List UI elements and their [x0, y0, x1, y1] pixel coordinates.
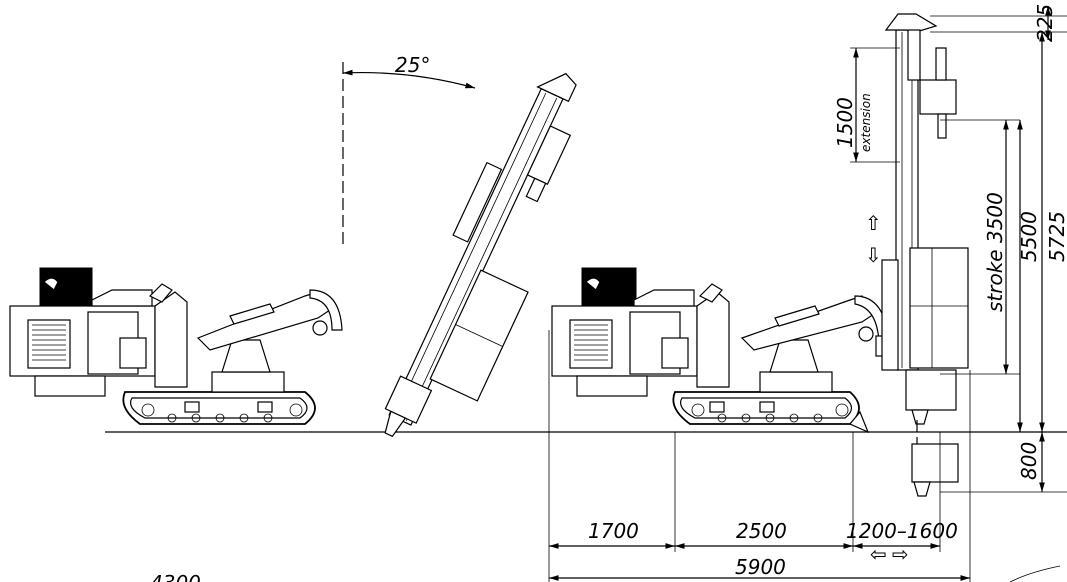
boom-arm [196, 291, 331, 351]
mast-tilted [384, 72, 577, 438]
dim-1500: 1500 [833, 97, 857, 148]
rig-right-vertical: ⇧ ⇩ [551, 13, 969, 497]
dim-stroke-3500: stroke 3500 [983, 192, 1007, 312]
mast-vertical [881, 13, 969, 497]
vertical-dimensions: 225 1500 extension stroke 3500 5500 5725… [833, 4, 1067, 493]
dim-2500: 2500 [736, 519, 787, 543]
dim-1200-1600: 1200–1600 [846, 519, 958, 543]
angle-label: 25° [395, 53, 430, 77]
arrow-down-icon: ⇩ [865, 243, 882, 267]
dim-5900: 5900 [735, 555, 786, 579]
engine-cover [581, 267, 637, 307]
dim-800: 800 [1017, 442, 1041, 480]
arrow-left-icon: ⇦ [870, 542, 887, 566]
angle-arc [342, 69, 476, 89]
arrow-up-icon: ⇧ [865, 211, 882, 235]
engine-cover [39, 267, 93, 307]
arrow-right-icon: ⇨ [892, 542, 909, 566]
dim-extension-label: extension [859, 93, 873, 152]
dim-5500: 5500 [1017, 211, 1041, 262]
crawler-track [122, 391, 316, 425]
dim-4300: 4300 [150, 571, 201, 582]
dim-5725: 5725 [1045, 211, 1067, 262]
dim-1700: 1700 [588, 519, 639, 543]
horizontal-dimensions: 1700 2500 1200–1600 ⇦ ⇨ 5900 4300 [150, 330, 1061, 582]
dim-225: 225 [1033, 4, 1057, 42]
rig-left-tilted: 25° [9, 53, 577, 438]
